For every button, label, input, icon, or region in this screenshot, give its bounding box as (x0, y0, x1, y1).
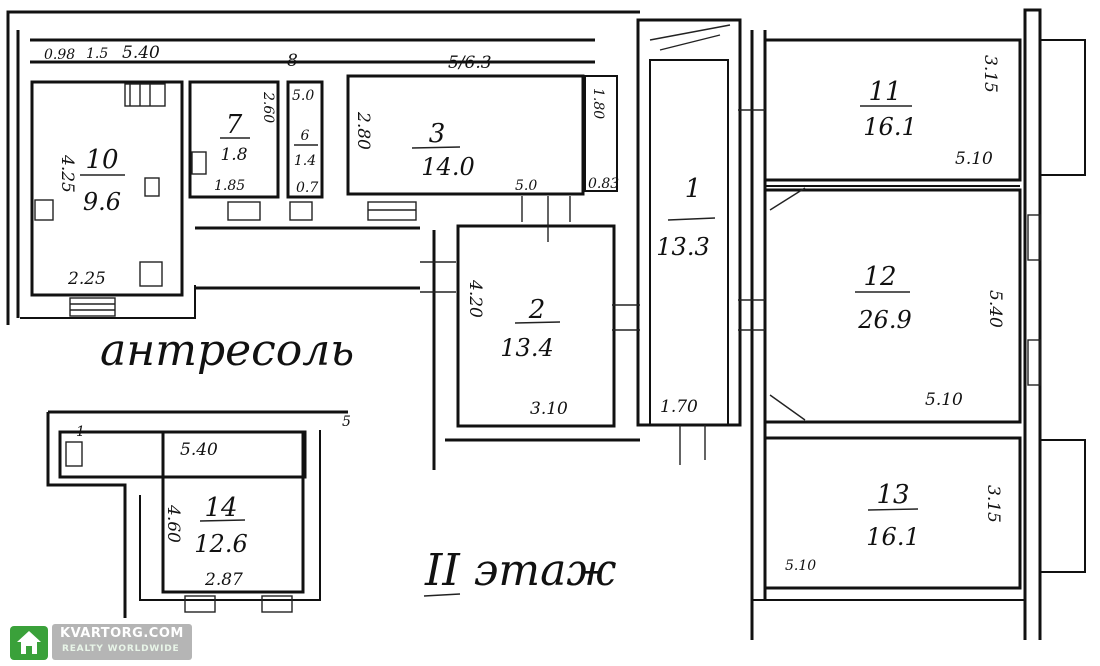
room-label-10: 10 9.6 (80, 145, 125, 216)
dim-room14-width: 2.87 (204, 570, 243, 590)
mezzanine-caption: антресоль (100, 325, 354, 376)
dim-room10-height: 4.25 (57, 154, 77, 193)
dim-room14-height: 4.60 (163, 504, 183, 543)
room-area: 9.6 (83, 188, 121, 216)
dim-room6-height: 5.0 (292, 88, 314, 104)
room-area: 12.6 (194, 530, 247, 558)
room-number: 10 (85, 145, 118, 175)
room-area: 13.4 (500, 334, 553, 362)
room-number: 12 (863, 262, 896, 292)
dim-room10-width: 2.25 (67, 269, 106, 289)
dim-room14-width-top: 5.40 (180, 440, 218, 460)
dim-room12-height: 5.40 (985, 290, 1005, 328)
dim-room11-height: 3.15 (980, 55, 1000, 93)
room-label-2: 2 13.4 (500, 295, 561, 362)
dim-room2-width: 3.10 (530, 399, 568, 419)
room-number: 11 (868, 77, 901, 107)
dim-top-left-width: 5.40 (122, 43, 160, 63)
dim-room13-height: 3.15 (983, 485, 1003, 523)
dimension-labels: 0.98 1.5 5.40 8 5/6.3 4.25 2.25 2.60 1.8… (44, 43, 1005, 590)
dim-room14-corner-right: 5 (342, 414, 351, 430)
room-area: 16.1 (863, 113, 916, 141)
dim-small-top: 0.98 (44, 47, 75, 63)
dim-room7-height: 2.60 (260, 91, 276, 123)
room-area: 1.4 (294, 153, 316, 169)
room-number: 3 (429, 119, 446, 149)
doors-windows (34, 83, 1041, 613)
room-number: 1 (685, 174, 702, 204)
room-number: 14 (204, 493, 237, 523)
dim-room7-width: 1.85 (214, 178, 245, 194)
watermark-background (52, 624, 192, 660)
dim-room3-small: 0.83 (588, 176, 619, 192)
watermark-tagline: REALTY WORLDWIDE (62, 644, 180, 654)
dim-room8-label: 8 (287, 51, 298, 71)
room-label-6: 6 1.4 (294, 128, 318, 169)
dim-room3-side: 1.80 (590, 88, 606, 119)
room-number: 13 (876, 480, 909, 510)
dim-room1-width: 1.70 (660, 397, 698, 417)
dim-room3-height: 2.80 (353, 111, 373, 150)
room-label-14: 14 12.6 (194, 493, 247, 558)
floor-caption: II этаж (424, 545, 616, 596)
dim-small-top-b: 1.5 (86, 46, 108, 62)
dim-room3-width: 5/6.3 (448, 53, 492, 73)
room-label-3: 3 14.0 (411, 119, 475, 181)
room-number: 2 (528, 295, 546, 325)
dim-room3-width-b: 5.0 (515, 178, 537, 194)
room-label-1: 1 13.3 (656, 174, 716, 261)
dim-room11-width: 5.10 (955, 149, 993, 169)
dim-room6-width: 0.7 (296, 180, 318, 196)
room-label-12: 12 26.9 (855, 262, 912, 334)
dim-room13-width: 5.10 (785, 558, 816, 574)
house-logo-icon (10, 626, 48, 660)
room-area: 26.9 (857, 306, 911, 334)
floor-caption-underline (423, 593, 461, 597)
room-area: 13.3 (656, 233, 709, 261)
room-label-13: 13 16.1 (866, 480, 919, 551)
room-number: 6 (301, 128, 310, 144)
room-area: 16.1 (866, 523, 919, 551)
room-area: 1.8 (220, 145, 247, 165)
room-number: 7 (226, 110, 243, 140)
room-area: 14.0 (421, 153, 474, 181)
dim-room12-width: 5.10 (925, 390, 963, 410)
walls (6, 8, 1086, 640)
watermark-name: KVARTORG.COM (60, 626, 184, 641)
dim-room2-height: 4.20 (465, 279, 485, 318)
room-label-11: 11 16.1 (860, 77, 917, 141)
dim-room14-corner-top: 1 (76, 424, 85, 440)
watermark: KVARTORG.COM REALTY WORLDWIDE (8, 624, 198, 662)
room-label-7: 7 1.8 (220, 110, 250, 165)
